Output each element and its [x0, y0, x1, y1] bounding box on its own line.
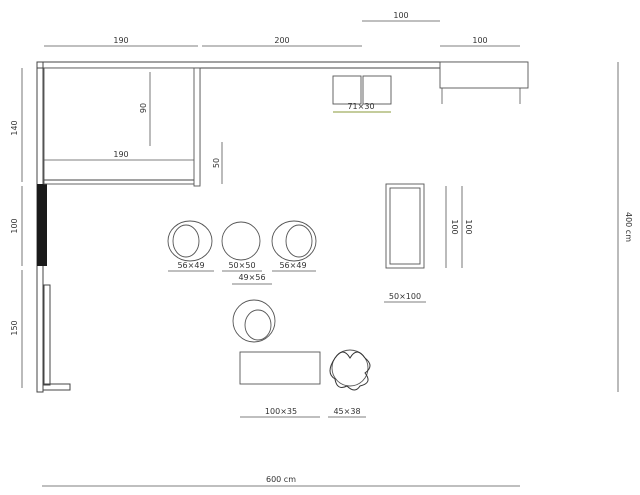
chair-left-seat	[172, 224, 200, 258]
chair-bottom-seat	[244, 309, 272, 341]
left-dark-panel	[37, 184, 47, 266]
dimension-labels: 190 200 100 100 140 100 150 190 90 50 71…	[10, 11, 633, 484]
label-coffee-table: 100×35	[265, 407, 297, 416]
label-desk-depth: 90	[139, 103, 148, 113]
label-stools: 71×30	[347, 102, 374, 111]
label-cabinet-width: 50×100	[389, 292, 421, 301]
right-cabinet	[385, 183, 425, 269]
plant	[329, 349, 371, 391]
dimension-lines	[21, 20, 619, 487]
label-overall-width: 600 cm	[266, 475, 296, 484]
label-cabinet-offset: 100	[393, 11, 408, 20]
label-desk-width: 190	[113, 36, 128, 45]
label-chair-center: 50×50	[228, 261, 255, 270]
label-cabinet-side: 100	[464, 219, 473, 234]
label-middle-width: 200	[274, 36, 289, 45]
cabinet-top-unit	[439, 61, 529, 89]
left-window	[43, 284, 51, 386]
label-right-cabinet-width: 100	[472, 36, 487, 45]
label-desk-width-inner: 190	[113, 150, 128, 159]
label-chair-right: 56×49	[279, 261, 306, 270]
chair-center	[221, 221, 261, 261]
left-wall-bottom	[42, 383, 71, 391]
desk-surface	[43, 67, 201, 185]
stools	[332, 75, 392, 113]
label-left-upper: 140	[10, 120, 19, 135]
label-left-middle: 100	[10, 218, 19, 233]
label-overall-height: 400 cm	[624, 212, 633, 242]
label-plant: 45×38	[333, 407, 360, 416]
stool-left	[332, 75, 362, 105]
label-chair-left: 56×49	[177, 261, 204, 270]
desk-return	[193, 67, 201, 187]
plant-pot	[331, 349, 369, 387]
label-chair-spacing: 49×56	[238, 273, 265, 282]
stool-right	[362, 75, 392, 105]
desk	[43, 67, 201, 187]
label-desk-return: 50	[212, 158, 221, 168]
right-top-cabinet	[439, 61, 529, 104]
label-left-lower: 150	[10, 320, 19, 335]
chairs	[167, 220, 317, 343]
chair-right-seat	[285, 224, 313, 258]
label-cabinet-height: 100	[450, 219, 459, 234]
coffee-table	[239, 351, 321, 385]
cabinet-inner	[389, 187, 421, 265]
plant-leaves	[329, 351, 371, 391]
